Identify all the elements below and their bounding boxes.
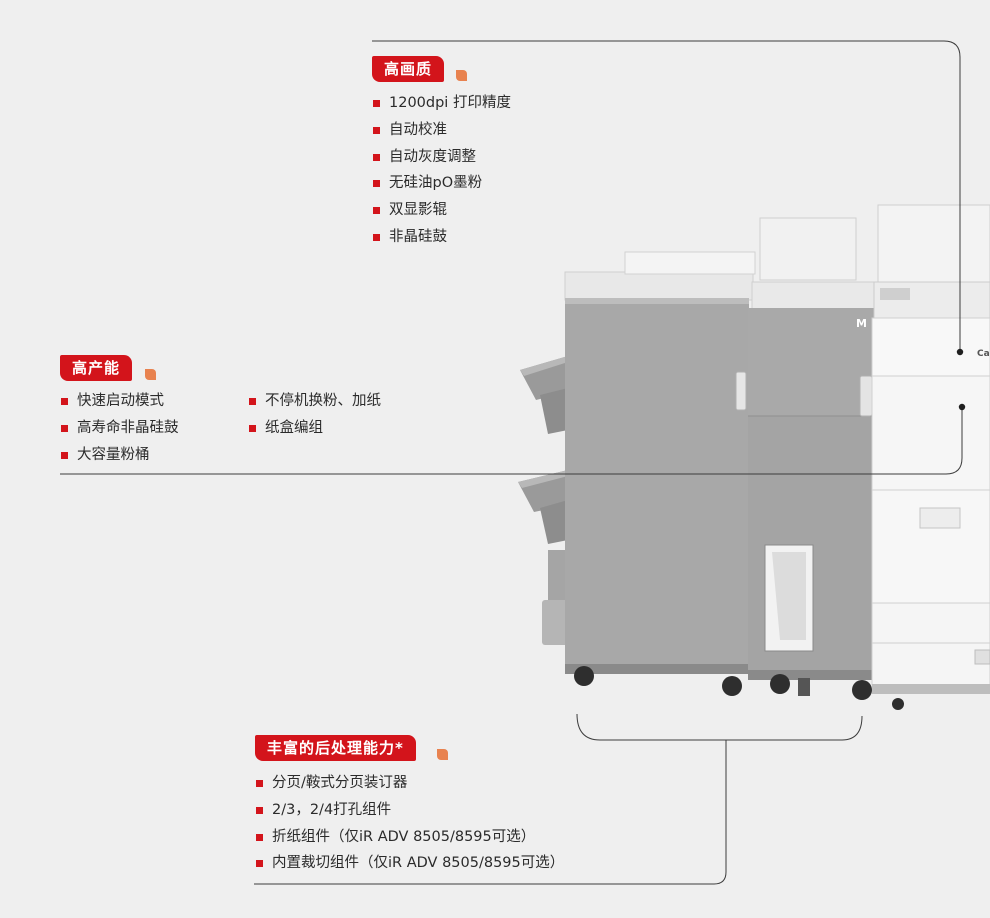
list-item: 自动校准 bbox=[373, 117, 511, 144]
output-trays bbox=[518, 356, 568, 645]
productivity-list-right: 不停机换粉、加纸 纸盒编组 bbox=[249, 388, 381, 442]
inserter-module bbox=[748, 217, 875, 680]
finishing-title: 丰富的后处理能力* bbox=[255, 735, 416, 761]
callout-dot-productivity bbox=[958, 403, 966, 411]
list-item: 高寿命非晶硅鼓 bbox=[61, 415, 179, 442]
list-item: 无硅油pO墨粉 bbox=[373, 170, 511, 197]
quality-title-marker bbox=[456, 70, 467, 81]
productivity-list-left: 快速启动模式 高寿命非晶硅鼓 大容量粉桶 bbox=[61, 388, 179, 468]
callout-dot-quality bbox=[956, 348, 964, 356]
list-item: 双显影辊 bbox=[373, 197, 511, 224]
list-item: 2/3，2/4打孔组件 bbox=[256, 797, 564, 824]
list-item: 快速启动模式 bbox=[61, 388, 179, 415]
brand-label: Ca bbox=[977, 349, 990, 359]
module-label: M bbox=[856, 317, 867, 330]
finishing-list: 分页/鞍式分页装订器 2/3，2/4打孔组件 折纸组件（仅iR ADV 8505… bbox=[256, 770, 564, 877]
quality-list: 1200dpi 打印精度 自动校准 自动灰度调整 无硅油pO墨粉 双显影辊 非晶… bbox=[373, 90, 511, 251]
finisher-unit bbox=[564, 251, 756, 674]
list-item: 内置裁切组件（仅iR ADV 8505/8595可选） bbox=[256, 850, 564, 877]
main-engine bbox=[871, 204, 990, 694]
list-item: 纸盒编组 bbox=[249, 415, 381, 442]
callout-bracket-finishing bbox=[576, 713, 863, 741]
callout-line-finishing bbox=[254, 740, 727, 885]
quality-title: 高画质 bbox=[372, 56, 445, 82]
callout-line-productivity bbox=[60, 407, 963, 475]
list-item: 分页/鞍式分页装订器 bbox=[256, 770, 564, 797]
finishing-title-marker bbox=[437, 749, 448, 760]
list-item: 不停机换粉、加纸 bbox=[249, 388, 381, 415]
callout-line-quality bbox=[372, 40, 961, 352]
list-item: 折纸组件（仅iR ADV 8505/8595可选） bbox=[256, 824, 564, 851]
list-item: 非晶硅鼓 bbox=[373, 224, 511, 251]
list-item: 自动灰度调整 bbox=[373, 144, 511, 171]
productivity-title-marker bbox=[145, 369, 156, 380]
list-item: 1200dpi 打印精度 bbox=[373, 90, 511, 117]
casters bbox=[574, 666, 904, 710]
list-item: 大容量粉桶 bbox=[61, 442, 179, 469]
productivity-title: 高产能 bbox=[60, 355, 133, 381]
